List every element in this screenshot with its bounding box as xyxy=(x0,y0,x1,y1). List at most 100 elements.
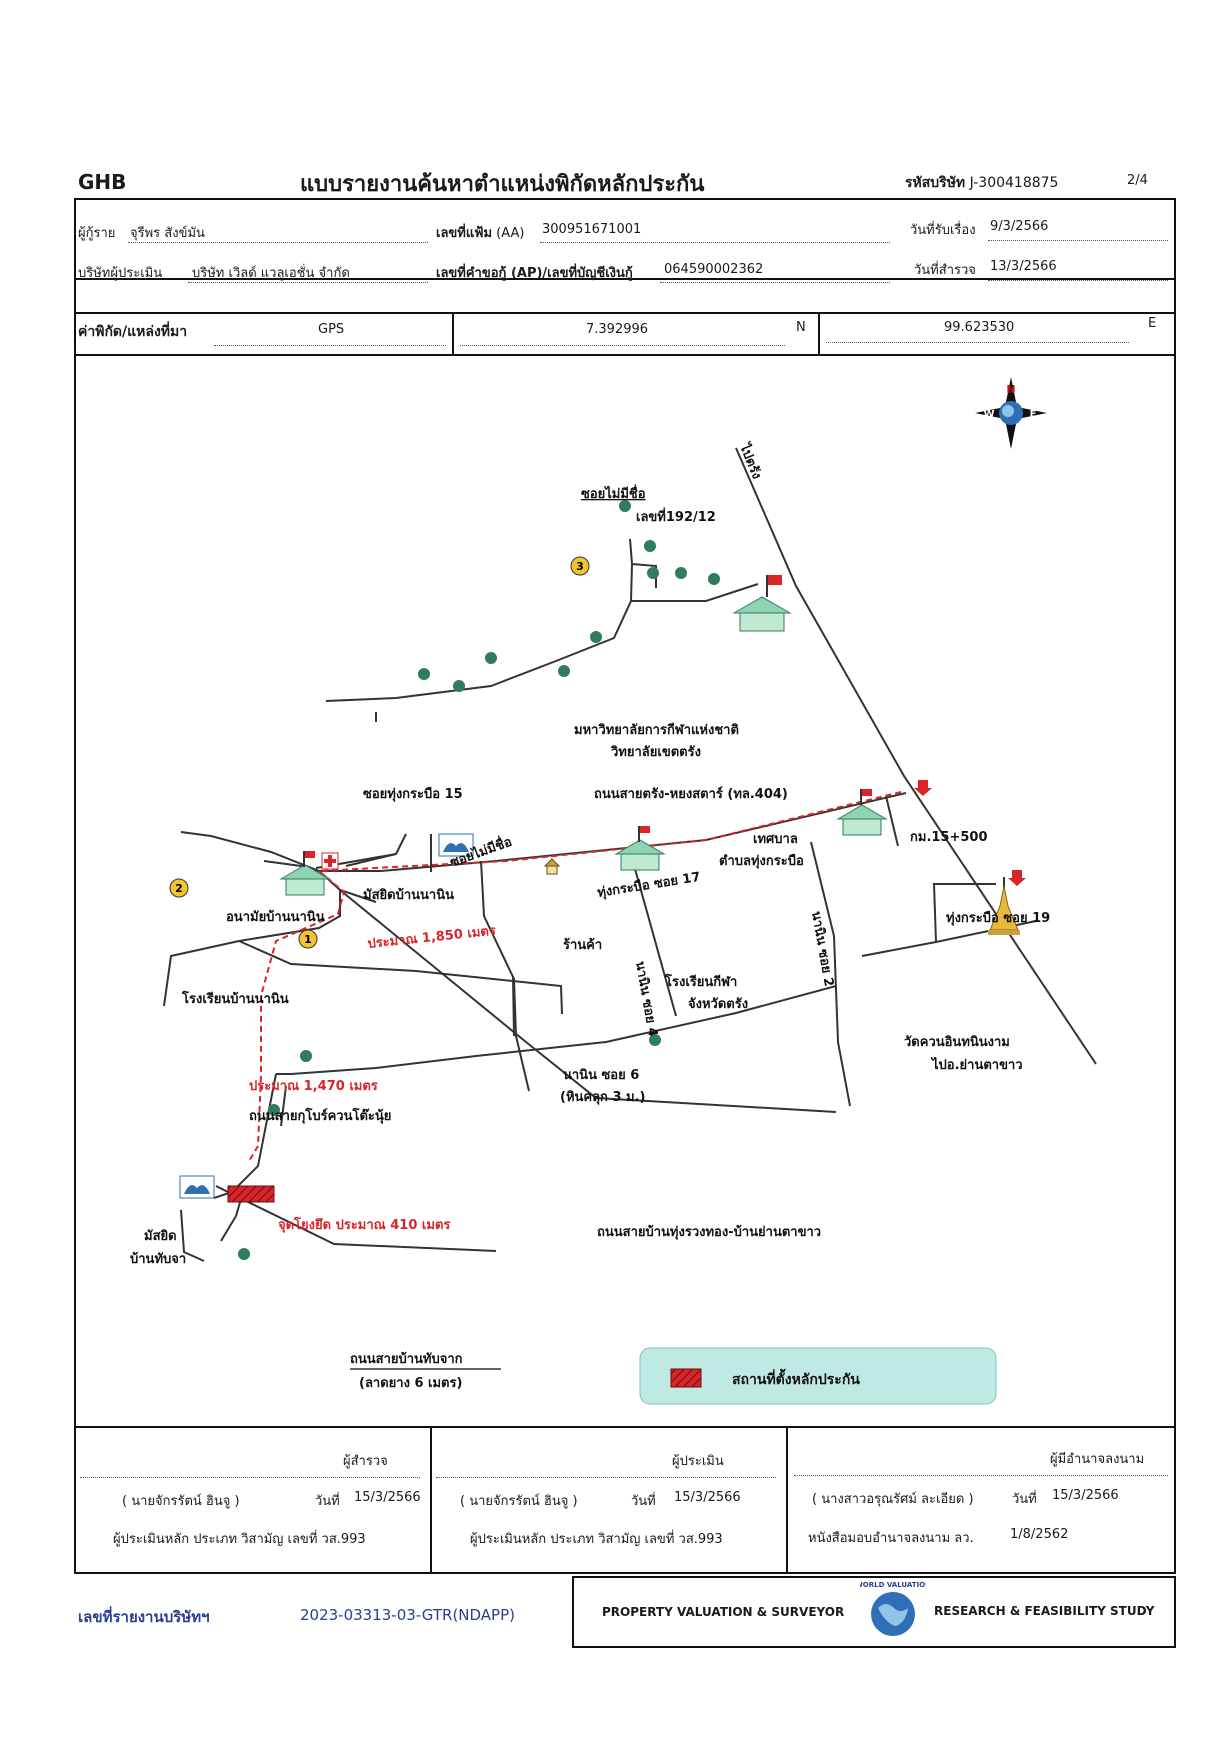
label-temple: วัดควนอินทนินงาม xyxy=(904,1035,1010,1050)
appraiser-company-underline xyxy=(188,282,428,283)
mosque-tabja-icon xyxy=(179,1175,215,1199)
latitude-dir: N xyxy=(796,320,806,335)
legend-swatch xyxy=(670,1368,702,1388)
sig1-line xyxy=(80,1477,420,1478)
report-number-value: 2023-03313-03-GTR(NDAPP) xyxy=(300,1606,516,1624)
compass-n: N xyxy=(1006,383,1015,396)
label-to-district: ไปอ.ย่านตาขาว xyxy=(930,1056,1023,1073)
km-marker-icon xyxy=(914,780,932,796)
page-number: 2/4 xyxy=(1127,173,1148,188)
sig2-role: ผู้ประเมิน xyxy=(672,1454,724,1469)
sig1-name: ( นายจักรรัตน์ ฮินจู ) xyxy=(122,1494,240,1509)
sig1-license: ผู้ประเมินหลัก ประเภท วิสามัญ เลขที่ วส.… xyxy=(113,1532,366,1547)
file-no-underline xyxy=(540,242,890,243)
location-map: N W E *(small ticks)* xyxy=(130,377,1097,1405)
sig2-date: 15/3/2566 xyxy=(674,1490,741,1505)
divider-info xyxy=(74,278,1176,280)
request-no-value: 064590002362 xyxy=(664,262,764,277)
survey-date-value: 13/3/2566 xyxy=(990,259,1057,274)
borrower-value: จุรีพร สังข์มัน xyxy=(130,226,205,241)
label-soi-unnamed-top: ซอยไม่มีชื่อ xyxy=(581,484,646,502)
sig2-license: ผู้ประเมินหลัก ประเภท วิสามัญ เลขที่ วส.… xyxy=(470,1532,723,1547)
request-no-label-text: เลขที่คำขอกู้ (AP)/เลขที่บัญชีเงินกู้ xyxy=(436,266,633,281)
request-no-underline xyxy=(660,282,890,283)
sig2-date-label: วันที่ xyxy=(631,1494,656,1509)
borrower-label: ผู้กู้ราย xyxy=(78,226,116,241)
label-km: กม.15+500 xyxy=(910,830,988,845)
reference-point-2-label: 2 xyxy=(175,882,183,895)
coords-source: GPS xyxy=(318,322,345,337)
label-road-tabjak-sub: (ลาดยาง 6 เมตร) xyxy=(359,1376,462,1391)
shop-icon xyxy=(543,858,561,875)
label-municipality-1: เทศบาล xyxy=(753,832,798,847)
temple-icon xyxy=(988,885,1020,935)
sports-school-icon xyxy=(614,826,666,871)
compass-rose-icon: N W E xyxy=(975,377,1047,449)
report-number-label: เลขที่รายงานบริษัทฯ xyxy=(78,1608,210,1626)
reference-point-3-label: 3 xyxy=(576,560,584,573)
mosque-nanin-icon xyxy=(438,833,474,857)
company-code-label: รหัสบริษัท xyxy=(905,175,966,191)
file-no-value: 300951671001 xyxy=(542,222,642,237)
health-center-icon xyxy=(321,852,339,870)
file-no-label-text: เลขที่แฟ้ม xyxy=(436,226,493,241)
label-health-center: อนามัยบ้านนานิน xyxy=(226,909,325,925)
label-university-2: วิทยาลัยเขตตรัง xyxy=(610,745,701,760)
sig3-authority-date: 1/8/2562 xyxy=(1010,1527,1069,1542)
borrower-underline xyxy=(128,242,428,243)
latitude-value: 7.392996 xyxy=(586,322,649,337)
reference-point-1-icon: 1 xyxy=(298,929,318,949)
label-nanin-soi6: นานิน ซอย 6 xyxy=(563,1068,639,1083)
received-date-value: 9/3/2566 xyxy=(990,219,1049,234)
school-nanin-icon xyxy=(279,851,331,896)
latitude-underline xyxy=(460,345,785,346)
compass-w: W xyxy=(983,409,994,420)
coords-source-underline xyxy=(214,345,446,346)
longitude-dir: E xyxy=(1148,316,1157,331)
divider-coords-bottom xyxy=(74,354,1176,356)
sig2-line xyxy=(436,1477,776,1478)
legend-label: สถานที่ตั้งหลักประกัน xyxy=(732,1368,860,1388)
label-road-tungruang: ถนนสายบ้านทุ่งรวงทอง-บ้านย่านตาขาว xyxy=(597,1224,821,1240)
soi19-marker-icon xyxy=(1008,870,1026,886)
label-nanin-soi2: นานิน ซอย 2 xyxy=(808,910,836,988)
label-road-tabjak: ถนนสายบ้านทับจาก xyxy=(350,1351,463,1367)
sig3-role: ผู้มีอำนาจลงนาม xyxy=(1050,1452,1145,1467)
label-dist-410: จุดโยงยึด ประมาณ 410 เมตร xyxy=(278,1216,450,1233)
report-frame xyxy=(74,198,1176,1574)
tree-icons xyxy=(238,500,720,1260)
label-sports-school-1: โรงเรียนกีฬา xyxy=(664,973,737,990)
appraiser-company-label: บริษัทผู้ประเมิน xyxy=(78,266,163,281)
sig3-line xyxy=(794,1475,1168,1476)
label-university-1: มหาวิทยาลัยการกีฬาแห่งชาติ xyxy=(574,722,739,738)
sig1-date: 15/3/2566 xyxy=(354,1490,421,1505)
company-code: รหัสบริษัท J-300418875 xyxy=(905,172,1058,194)
label-to-trang: ไปตรัง xyxy=(736,439,766,481)
label-shop: ร้านค้า xyxy=(563,937,602,953)
sig3-authority-label: หนังสือมอบอำนาจลงนาม ลว. xyxy=(808,1531,974,1546)
label-soi-15: ซอยทุ่งกระบือ 15 xyxy=(363,786,463,802)
label-mosque-tabja-1: มัสยิด xyxy=(144,1229,177,1244)
appraiser-company-value: บริษัท เวิลด์ แวลูเอชั่น จำกัด xyxy=(192,266,350,281)
label-road-404: ถนนสายตรัง-หยงสตาร์ (ทล.404) xyxy=(594,786,788,802)
divider-coords-top xyxy=(74,312,1176,314)
sig2-name: ( นายจักรรัตน์ ฮินจู ) xyxy=(460,1494,578,1509)
file-no-label: เลขที่แฟ้ม (AA) xyxy=(436,222,524,243)
label-school-nanin: โรงเรียนบ้านนานิน xyxy=(181,990,289,1007)
request-no-label: เลขที่คำขอกู้ (AP)/เลขที่บัญชีเงินกู้ xyxy=(436,262,633,283)
collateral-site-marker xyxy=(227,1185,275,1203)
label-municipality-2: ตำบลทุ่งกระบือ xyxy=(719,853,804,869)
label-soi-19: ทุ่งกระบือ ซอย 19 xyxy=(946,910,1050,926)
label-nanin-soi4: นานิน ซอย 4 xyxy=(632,960,660,1038)
label-mosque-nanin: มัสยิดบ้านนานิน xyxy=(363,887,454,903)
longitude-underline xyxy=(826,342,1129,343)
survey-date-label: วันที่สำรวจ xyxy=(914,263,976,278)
divider-signatures xyxy=(74,1426,1176,1428)
bank-code: GHB xyxy=(78,170,127,194)
sig-divider-1 xyxy=(430,1426,432,1574)
reference-point-3-icon: 3 xyxy=(570,556,590,576)
label-road-kupro: ถนนสายกุโบร์ควนโต๊ะนุ้ย xyxy=(249,1107,391,1124)
logo-text: WORLD VALUATION xyxy=(860,1581,926,1589)
reference-point-1-label: 1 xyxy=(304,933,312,946)
company-brand-box xyxy=(572,1576,1176,1648)
